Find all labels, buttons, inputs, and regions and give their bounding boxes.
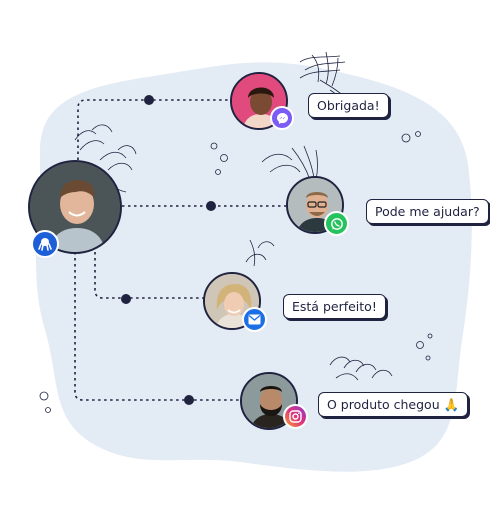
background-blob bbox=[36, 62, 472, 472]
email-icon bbox=[248, 314, 261, 325]
contact-avatar-email bbox=[203, 272, 261, 330]
message-bubble-messenger: Obrigada! bbox=[308, 93, 389, 118]
connection-nodes bbox=[121, 95, 216, 405]
message-bubble-whatsapp: Pode me ajudar? bbox=[366, 199, 489, 224]
contact-avatar-instagram bbox=[240, 372, 298, 430]
message-text: Está perfeito! bbox=[292, 299, 377, 314]
email-badge bbox=[242, 307, 267, 332]
instagram-badge bbox=[283, 404, 308, 429]
messenger-badge bbox=[270, 106, 294, 130]
message-text: Obrigada! bbox=[317, 98, 380, 113]
whatsapp-icon bbox=[330, 217, 343, 230]
message-bubble-email: Está perfeito! bbox=[283, 294, 386, 319]
coral-decoration-bottom bbox=[329, 356, 393, 381]
whatsapp-badge bbox=[324, 211, 349, 236]
message-bubble-instagram: O produto chegou 🙏 bbox=[318, 392, 469, 417]
bubbles-decoration bbox=[39, 131, 433, 413]
message-text: O produto chegou 🙏 bbox=[327, 397, 460, 412]
messenger-icon bbox=[276, 112, 288, 124]
agent-badge bbox=[31, 230, 59, 258]
instagram-icon bbox=[289, 410, 302, 423]
octopus-icon bbox=[38, 238, 52, 251]
message-text: Pode me ajudar? bbox=[375, 204, 480, 219]
